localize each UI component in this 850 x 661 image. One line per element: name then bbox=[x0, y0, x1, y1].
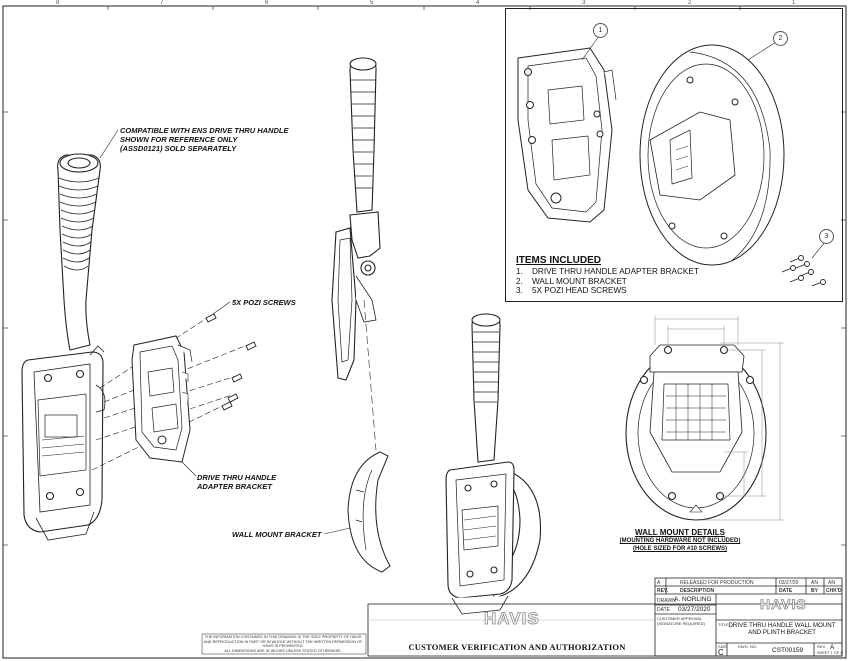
screws-leader bbox=[212, 301, 231, 315]
item-number: 3. bbox=[516, 286, 523, 295]
hole-note: (HOLE SIZED FOR #10 SCREWS) bbox=[632, 546, 727, 552]
border-number: 1 bbox=[792, 0, 796, 6]
adapter-leader bbox=[181, 461, 197, 477]
customer-approval-label: CUSTOMER APPROVAL (SIGNATURE REQUIRED) bbox=[657, 616, 705, 626]
detail-dimensions bbox=[654, 316, 784, 521]
drawing-title: DRIVE THRU HANDLE WALL MOUNT AND PLINTH … bbox=[728, 622, 836, 636]
brand-logo: HAVIS bbox=[484, 609, 540, 629]
rev-header-description: DESCRIPTION bbox=[680, 588, 715, 594]
size-label: SIZE bbox=[718, 644, 727, 649]
dwg-no-value: CST00159 bbox=[772, 647, 804, 654]
border-number: 5 bbox=[370, 0, 374, 6]
list-item: 1. DRIVE THRU HANDLE ADAPTER BRACKET bbox=[516, 267, 699, 277]
rev-header-by: BY bbox=[811, 588, 818, 594]
border-number: 4 bbox=[476, 0, 480, 6]
center-side-handle bbox=[331, 57, 381, 381]
items-included-list: 1. DRIVE THRU HANDLE ADAPTER BRACKET 2. WA… bbox=[516, 267, 699, 296]
rev-header-chkd: CHK'D bbox=[826, 588, 842, 594]
rev-letter: A bbox=[657, 580, 661, 586]
wallmount-leader bbox=[323, 527, 351, 535]
list-item: 2. WALL MOUNT BRACKET bbox=[516, 277, 699, 287]
customer-verification: CUSTOMER VERIFICATION AND AUTHORIZATION bbox=[408, 642, 626, 652]
wall-mount-callout: WALL MOUNT BRACKET bbox=[232, 530, 322, 539]
rev-description: RELEASED FOR PRODUCTION bbox=[680, 580, 754, 586]
title-label: TITLE bbox=[718, 622, 729, 627]
rev-by: AN bbox=[811, 580, 818, 586]
item-adapter-bracket bbox=[517, 47, 617, 223]
item-label: 5X POZI HEAD SCREWS bbox=[532, 286, 627, 295]
border-number: 6 bbox=[265, 0, 269, 6]
rev-chkd: AN bbox=[828, 580, 835, 586]
balloon-3: 3 bbox=[819, 229, 834, 244]
item-number: 2. bbox=[516, 276, 523, 286]
balloon-2: 2 bbox=[773, 31, 788, 46]
center-dash bbox=[363, 299, 377, 451]
center-front-assembly bbox=[445, 313, 542, 615]
drawing-border bbox=[2, 5, 847, 659]
dwg-no-label: DWG. NO. bbox=[738, 644, 758, 649]
drawn-label: DRAWN bbox=[657, 598, 676, 604]
left-handle-assembly bbox=[21, 153, 106, 541]
title-block-grid bbox=[201, 577, 843, 657]
rev-value: A bbox=[830, 644, 835, 651]
border-number: 8 bbox=[56, 0, 60, 6]
wall-mount-details-title: WALL MOUNT DETAILS bbox=[635, 528, 725, 537]
border-ticks bbox=[3, 6, 846, 546]
size-value: C bbox=[718, 648, 724, 657]
item-number: 1. bbox=[516, 267, 523, 276]
drawn-date: 03/27/2020 bbox=[678, 606, 711, 613]
balloon-1: 1 bbox=[593, 23, 608, 38]
border-number: 3 bbox=[582, 0, 586, 6]
adapter-callout: DRIVE THRU HANDLE ADAPTER BRACKET bbox=[197, 473, 277, 491]
rev-header-date: DATE bbox=[779, 588, 793, 594]
date-label: DATE bbox=[657, 607, 670, 613]
hardware-note: (MOUNTING HARDWARE NOT INCLUDED) bbox=[619, 538, 741, 544]
border-number: 2 bbox=[688, 0, 692, 6]
wall-mount-detail bbox=[625, 344, 767, 521]
item-wall-mount-bracket bbox=[639, 44, 785, 266]
screws-left bbox=[205, 313, 257, 411]
sheet-number: SHEET 1 OF 1 bbox=[817, 651, 843, 655]
title-block-brand: HAVIS bbox=[760, 596, 807, 613]
adapter-bracket-exploded bbox=[131, 335, 193, 463]
items-included-title: ITEMS INCLUDED bbox=[516, 255, 601, 266]
compatible-callout: COMPATIBLE WITH ENS DRIVE THRU HANDLE SH… bbox=[120, 126, 289, 153]
center-wall-mount-side bbox=[347, 451, 391, 573]
disclaimer-text: THE INFORMATION CONTAINED IN THIS DRAWIN… bbox=[203, 635, 363, 653]
items-included-box bbox=[505, 8, 843, 302]
list-item: 3. 5X POZI HEAD SCREWS bbox=[516, 286, 699, 296]
screws-callout: 5X POZI SCREWS bbox=[232, 298, 296, 307]
item-label: WALL MOUNT BRACKET bbox=[532, 276, 627, 286]
drawn-by: A. NORLING bbox=[674, 596, 712, 603]
item-label: DRIVE THRU HANDLE ADAPTER BRACKET bbox=[532, 267, 699, 276]
rev-header-rev: REV. bbox=[657, 588, 669, 594]
rev-date: 03/27/20 bbox=[779, 580, 799, 586]
item-screws bbox=[781, 255, 826, 287]
rev-label: REV. bbox=[817, 644, 826, 649]
border-number: 7 bbox=[160, 0, 164, 6]
compatible-leader bbox=[99, 129, 119, 159]
